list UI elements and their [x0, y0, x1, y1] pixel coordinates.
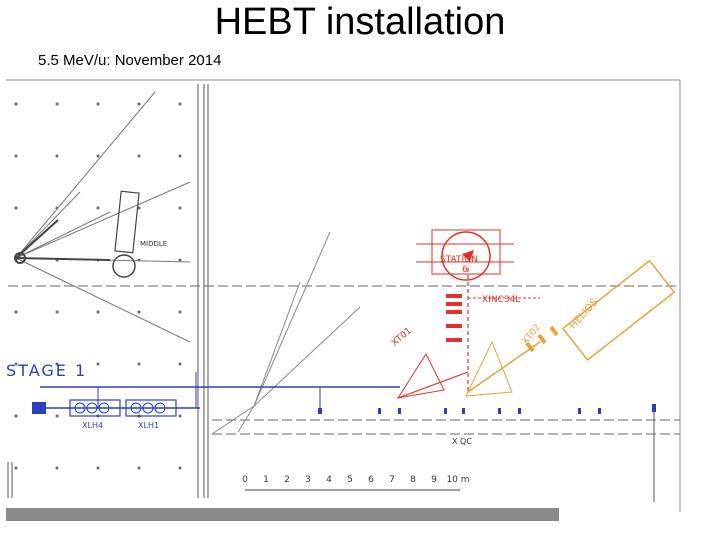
central-fan-lines	[211, 231, 361, 435]
blue-beamline	[32, 372, 400, 417]
scale-tick-0: 0	[242, 475, 248, 485]
red-station	[396, 229, 540, 399]
stage-label: STAGE 1	[6, 361, 87, 380]
scale-tick-8: 8	[410, 475, 416, 485]
helios-solenoid	[561, 259, 676, 362]
helios-label: HELIOS	[568, 297, 601, 332]
slide-title: HEBT installation	[214, 1, 506, 43]
xqc-label: X QC	[452, 437, 472, 446]
xlh1-label: XLH1	[138, 421, 159, 430]
xlh4-quad-box	[69, 399, 121, 417]
left-target-assembly	[14, 219, 111, 264]
layout-drawing: MIDDLE STAGE 1 XLH4 XLH1	[6, 79, 681, 521]
beamline-layout-diagram: MIDDLE STAGE 1 XLH4 XLH1	[0, 72, 720, 540]
scale-tick-2: 2	[284, 475, 290, 485]
scale-tick-4: 4	[326, 475, 332, 485]
xlh4-label: XLH4	[82, 421, 103, 430]
miniball-label: MIDDLE	[140, 240, 167, 248]
reference-grid	[14, 102, 182, 470]
station-chamber	[441, 231, 491, 281]
scale-bar: 0 1 2 3 4 5 6 7 8 9 10 m	[242, 475, 470, 491]
station-target-marker	[462, 250, 474, 262]
blue-source-block	[32, 402, 46, 414]
floor-dashed-lines	[8, 285, 680, 435]
scale-tick-3: 3	[305, 475, 311, 485]
station-frame	[431, 229, 501, 275]
xt01-label: XT01	[390, 326, 414, 348]
scale-tick-1: 1	[263, 475, 269, 485]
orange-wedge	[465, 340, 513, 397]
scale-tick-10: 10 m	[446, 475, 469, 485]
slide-subtitle: 5.5 MeV/u: November 2014	[38, 52, 222, 69]
scale-tick-6: 6	[368, 475, 374, 485]
xlh1-quad-box	[125, 399, 177, 417]
middle-detector-frame	[114, 190, 140, 254]
xinc34l-label: XINC34L	[482, 295, 520, 305]
station-label: STATION	[440, 255, 478, 265]
spectrometer-magnet	[112, 254, 136, 278]
hall-walls	[7, 84, 209, 498]
scale-tick-5: 5	[347, 475, 353, 485]
floor-band	[6, 508, 559, 521]
orange-branch	[465, 259, 676, 397]
scale-tick-9: 9	[431, 475, 437, 485]
left-beamline-fan	[15, 91, 191, 343]
station-number: 6	[462, 265, 468, 275]
diagnostic-markers	[318, 404, 656, 414]
scale-tick-7: 7	[389, 475, 395, 485]
